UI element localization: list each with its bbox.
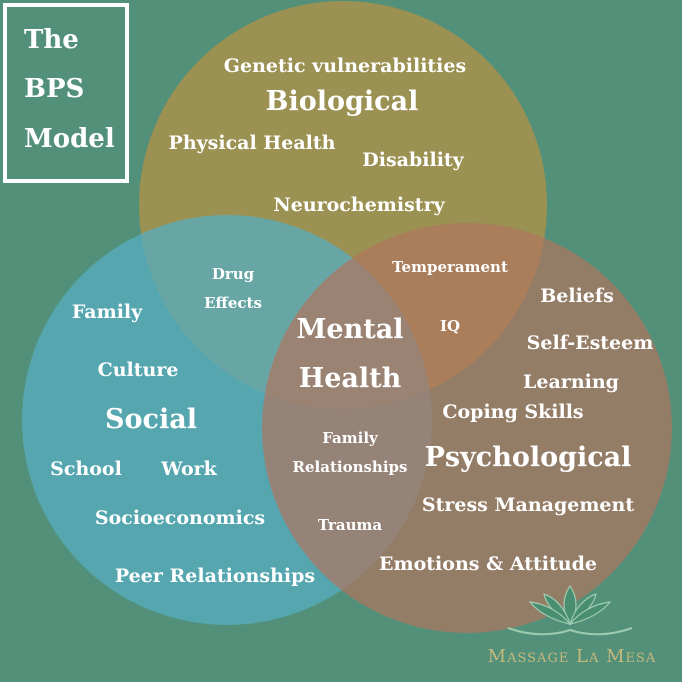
center-health: Health	[299, 363, 402, 394]
overlap-drug: Drug	[212, 265, 255, 283]
psych-item-stress-management: Stress Management	[422, 494, 634, 516]
social-item-work: Work	[160, 458, 217, 480]
psychological-title: Psychological	[425, 442, 632, 473]
overlap-temperament: Temperament	[392, 258, 508, 276]
title-line-1: The	[24, 25, 79, 55]
title-line-2: BPS	[24, 74, 85, 104]
social-item-school: School	[50, 458, 122, 480]
social-item-socioeconomics: Socioeconomics	[95, 507, 265, 529]
biological-item-physical-health: Physical Health	[169, 132, 336, 154]
biological-title: Biological	[266, 86, 419, 117]
social-item-culture: Culture	[98, 359, 179, 381]
psych-item-self-esteem: Self-Esteem	[527, 332, 654, 354]
overlap-trauma: Trauma	[318, 516, 382, 534]
psych-item-beliefs: Beliefs	[540, 285, 614, 307]
social-item-peer-relationships: Peer Relationships	[115, 565, 315, 587]
title-line-3: Model	[24, 124, 115, 154]
title-box	[3, 3, 129, 183]
overlap-effects: Effects	[204, 294, 262, 312]
brand-name: Massage La Mesa	[488, 646, 657, 667]
overlap-iq: IQ	[440, 317, 460, 335]
biological-item-disability: Disability	[362, 149, 464, 171]
lotus-hands-logo	[507, 584, 633, 636]
psych-item-learning: Learning	[523, 371, 619, 393]
overlap-family: Family	[322, 429, 379, 447]
social-item-family: Family	[72, 301, 143, 323]
psychological-circle	[262, 223, 672, 633]
psych-item-emotions-attitude: Emotions & Attitude	[379, 553, 597, 575]
biological-item-neurochemistry: Neurochemistry	[273, 194, 445, 216]
overlap-relationships: Relationships	[293, 458, 408, 476]
psych-item-coping-skills: Coping Skills	[442, 401, 583, 423]
center-mental: Mental	[297, 314, 404, 345]
social-title: Social	[105, 404, 197, 435]
biological-item-genetic: Genetic vulnerabilities	[224, 55, 466, 77]
